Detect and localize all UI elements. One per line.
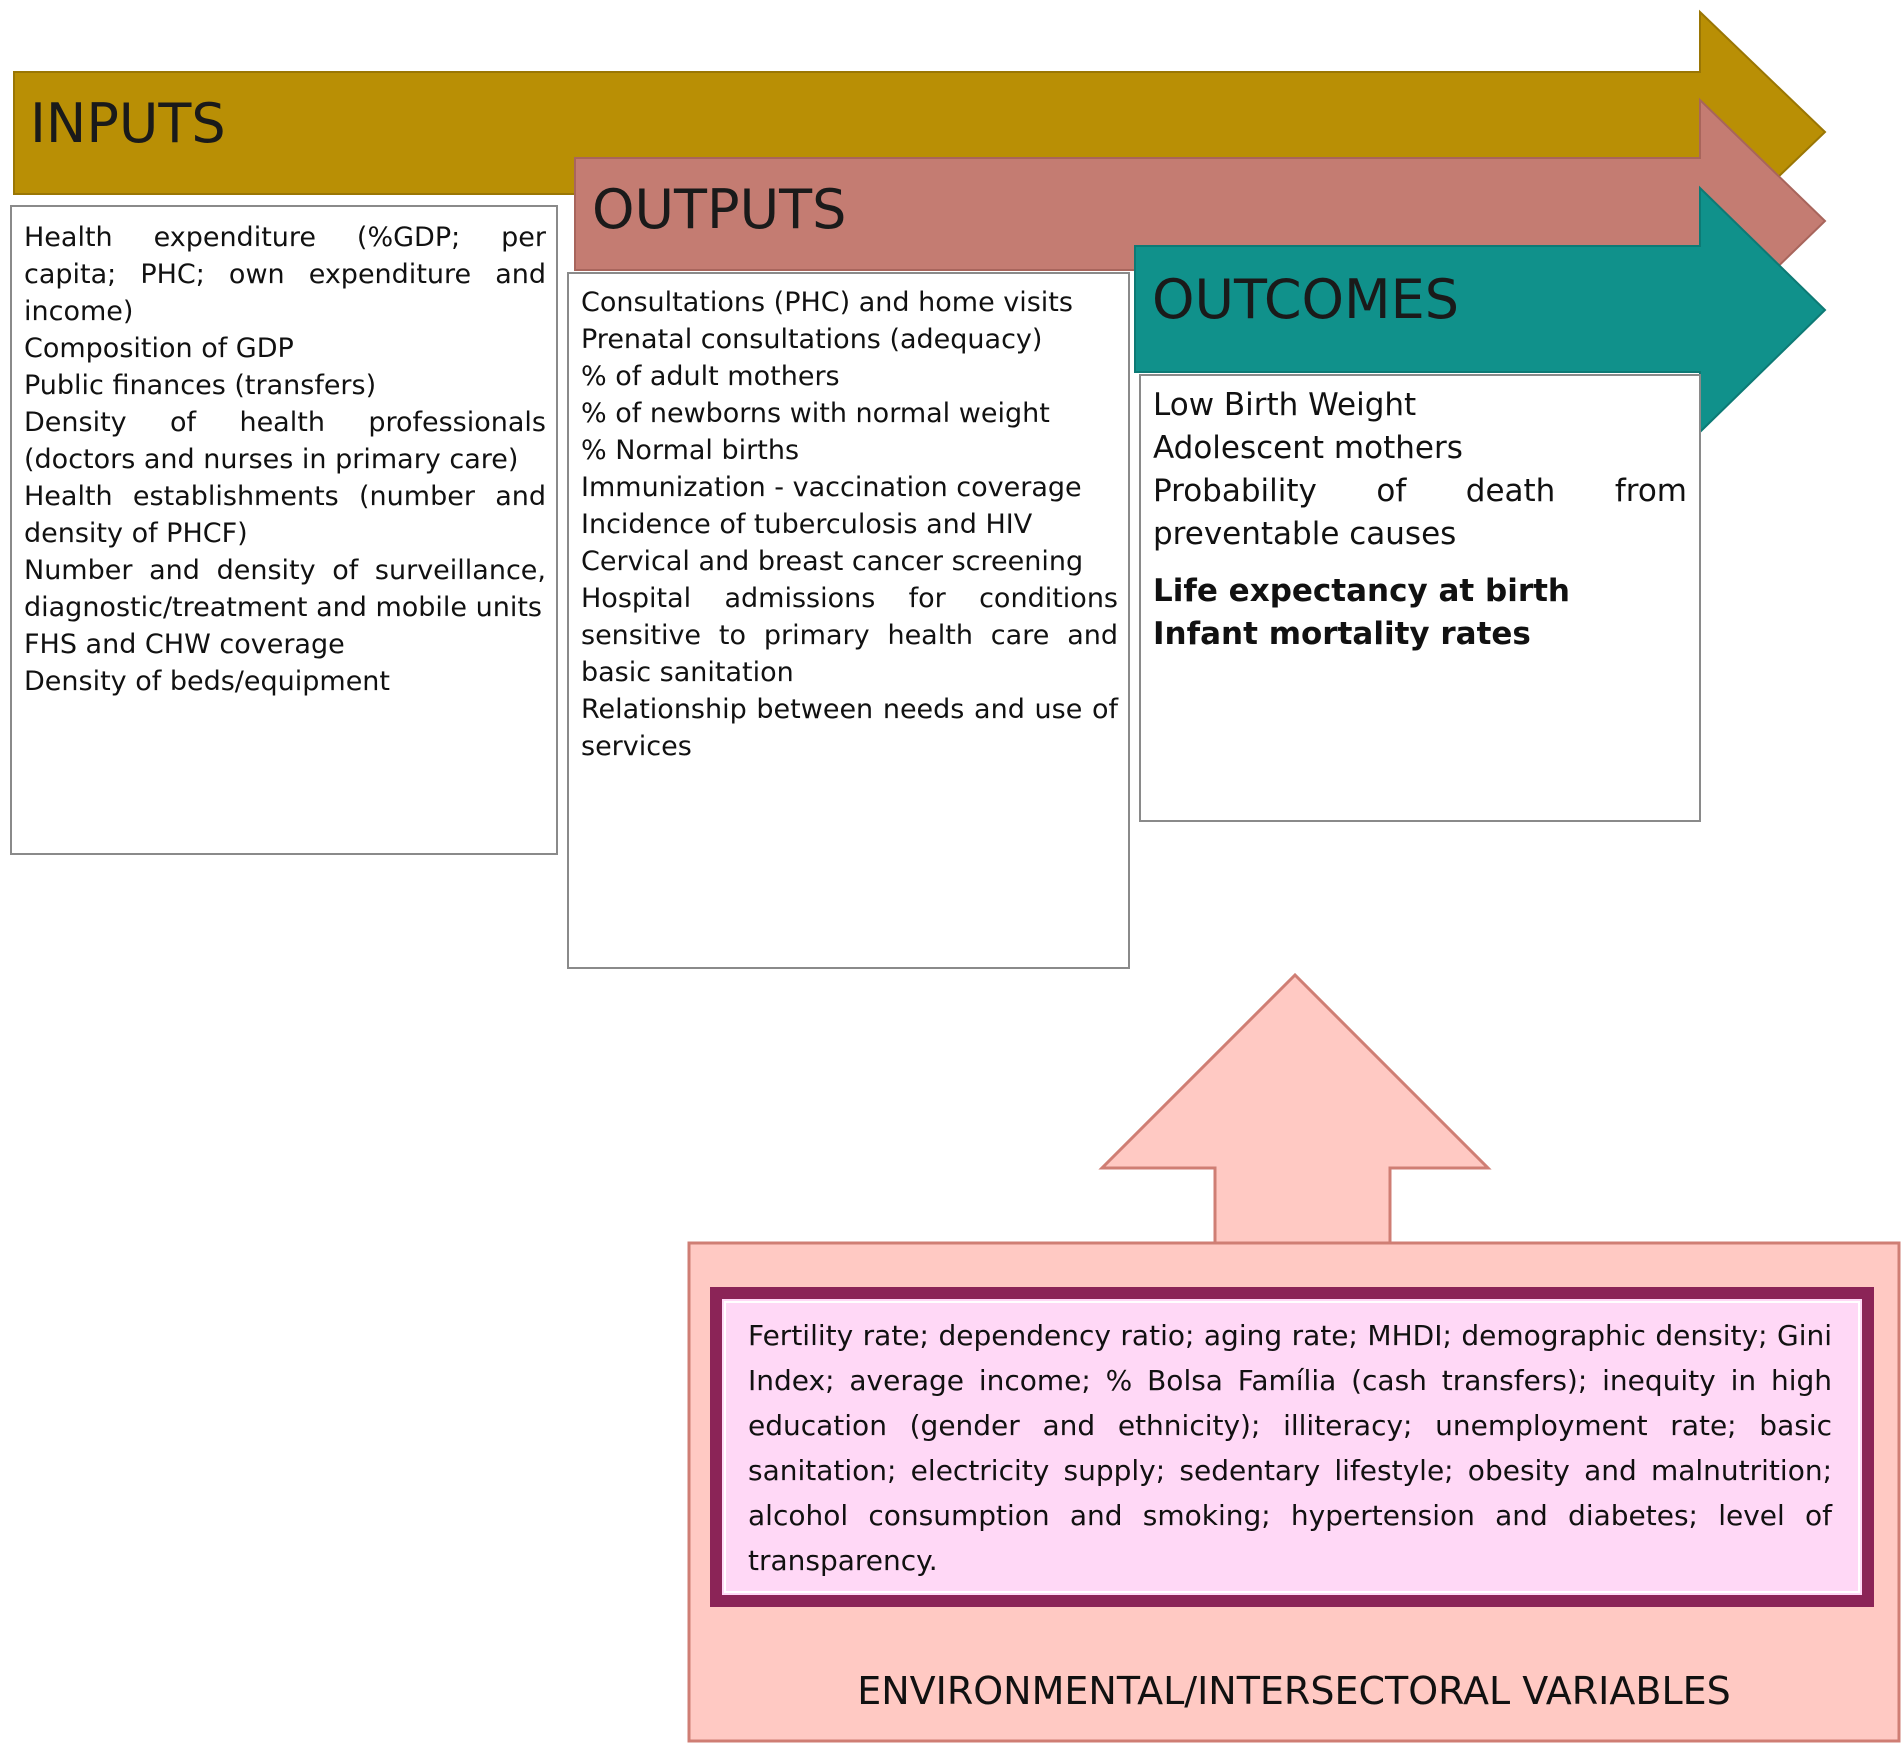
- outcomes-arrow: [1134, 185, 1827, 435]
- environmental-variables-list: Fertility rate; dependency ratio; aging …: [710, 1287, 1874, 1607]
- outcomes-item: Adolescent mothers: [1153, 430, 1463, 466]
- outputs-item: Immunization - vaccination coverage: [581, 472, 1082, 503]
- inputs-item: FHS and CHW coverage: [24, 629, 345, 660]
- outputs-item: Relationship between needs and use of se…: [581, 694, 1118, 762]
- inputs-item: Health establishments (number and densit…: [24, 481, 546, 549]
- outcomes-box: Low Birth Weight Adolescent mothers Prob…: [1139, 374, 1701, 822]
- outputs-item: Consultations (PHC) and home visits: [581, 287, 1073, 318]
- outcomes-item: Probability of death from preventable ca…: [1153, 473, 1687, 552]
- inputs-item: Composition of GDP: [24, 333, 294, 364]
- outputs-box: Consultations (PHC) and home visits Pren…: [567, 272, 1130, 969]
- inputs-title: INPUTS: [30, 92, 226, 155]
- inputs-item: Health expenditure (%GDP; per capita; PH…: [24, 222, 546, 327]
- outcomes-item: Low Birth Weight: [1153, 387, 1417, 423]
- outputs-item: % of adult mothers: [581, 361, 840, 392]
- inputs-item: Density of beds/equipment: [24, 666, 391, 697]
- outputs-item: Prenatal consultations (adequacy): [581, 324, 1043, 355]
- outputs-item: % of newborns with normal weight: [581, 398, 1050, 429]
- outcomes-key-item: Life expectancy at birth: [1153, 573, 1571, 609]
- environmental-variables-label: ENVIRONMENTAL/INTERSECTORAL VARIABLES: [857, 1669, 1731, 1713]
- environment-up-arrow: [1098, 972, 1492, 1245]
- environmental-variables-text: Fertility rate; dependency ratio; aging …: [748, 1319, 1832, 1577]
- inputs-item: Public finances (transfers): [24, 370, 377, 401]
- outcomes-key-item: Infant mortality rates: [1153, 616, 1531, 652]
- outputs-item: % Normal births: [581, 435, 800, 466]
- outputs-item: Incidence of tuberculosis and HIV: [581, 509, 1033, 540]
- inputs-box: Health expenditure (%GDP; per capita; PH…: [10, 205, 558, 855]
- inputs-item: Density of health professionals (doctors…: [24, 407, 546, 475]
- outputs-item: Hospital admissions for conditions sensi…: [581, 583, 1118, 688]
- outcomes-title: OUTCOMES: [1152, 268, 1460, 331]
- outputs-title: OUTPUTS: [592, 178, 847, 241]
- inputs-item: Number and density of surveillance, diag…: [24, 555, 546, 623]
- outputs-item: Cervical and breast cancer screening: [581, 546, 1084, 577]
